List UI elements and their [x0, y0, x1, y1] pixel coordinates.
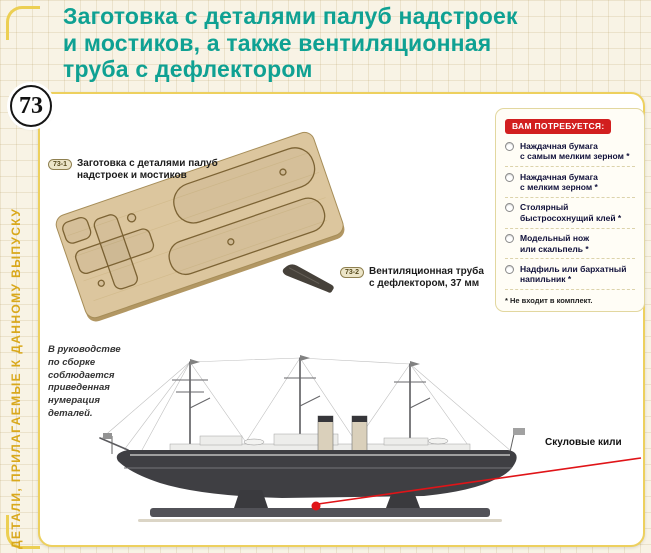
required-item-label: Столярный быстросохнущий клей *: [520, 202, 622, 223]
ship-rigging: [101, 357, 513, 453]
callout-label: Скуловые кили: [545, 437, 622, 448]
frame-corner-top-left: [6, 6, 40, 40]
sidebar-vertical-label: ДЕТАЛИ, ПРИЛАГАЕМЫЕ К ДАННОМУ ВЫПУСКУ: [9, 207, 23, 549]
ship-hull: [116, 450, 517, 498]
ship-masts: [99, 357, 411, 453]
required-item: Наждачная бумага с мелким зерном *: [505, 167, 635, 198]
you-will-need-box: ВАМ ПОТРЕБУЕТСЯ: Наждачная бумага с самы…: [495, 108, 645, 313]
required-item: Наждачная бумага с самым мелким зерном *: [505, 137, 635, 168]
stand-base: [150, 508, 490, 517]
ship-boats: [243, 437, 449, 446]
ship-photo-illustration: [99, 355, 525, 522]
required-item-label: Надфиль или бархатный напильник *: [520, 263, 627, 285]
required-footnote: * Не входит в комплект.: [505, 296, 593, 306]
you-will-need-title: ВАМ ПОТРЕБУЕТСЯ:: [505, 118, 612, 134]
stand-pedestal: [234, 490, 268, 508]
required-item-label: Наждачная бумага с самым мелким зерном *: [520, 141, 630, 162]
ship-funnels: [317, 415, 368, 453]
required-item: Надфиль или бархатный напильник *: [505, 259, 635, 291]
part-label-73-2: 73-2 Вентиляционная труба с дефлектором,…: [340, 266, 540, 290]
part-label-73-1: 73-1 Заготовка с деталями палуб надстрое…: [48, 158, 248, 182]
checkbox-circle-icon: [505, 264, 514, 274]
part-label-text: Заготовка с деталями палуб надстроек и м…: [77, 158, 218, 181]
required-item: Модельный нож или скальпель *: [505, 229, 635, 260]
ship-yards: [172, 377, 431, 409]
required-item: Столярный быстросохнущий клей *: [505, 198, 635, 229]
issue-number-badge: 73: [10, 85, 52, 127]
part-label-text: Вентиляционная труба с дефлектором, 37 м…: [369, 266, 484, 289]
vent-tube-highlight: [288, 267, 320, 285]
required-item-label: Наждачная бумага с мелким зерном *: [520, 171, 598, 193]
part-id-badge: 73-2: [340, 267, 365, 278]
laser-cut-outlines: [62, 147, 326, 290]
content-panel: 73-1 Заготовка с деталями палуб надстрое…: [38, 92, 645, 547]
checkbox-circle-icon: [505, 203, 514, 213]
frame-corner-bottom-left: [6, 515, 40, 549]
bow-flag: [103, 433, 112, 439]
checkbox-circle-icon: [505, 234, 514, 244]
assembly-note: В руководстве по сборке соблюдается прив…: [48, 344, 121, 420]
part-id-badge: 73-1: [48, 159, 73, 170]
wood-grain: [67, 151, 328, 302]
stern-flagpole: [509, 433, 515, 453]
checkbox-circle-icon: [505, 142, 514, 151]
laser-cut-board-illustration: [55, 131, 345, 322]
stand-shadow: [138, 519, 502, 522]
checkbox-circle-icon: [505, 172, 514, 182]
ship-pennants: [190, 355, 420, 367]
stern-flag: [513, 428, 525, 435]
stand-pedestal: [386, 492, 420, 508]
page-title: Заготовка с деталями палуб надстроек и м…: [63, 3, 518, 83]
ventilation-tube-illustration: [282, 264, 334, 293]
wood-plate: [55, 131, 344, 319]
required-item-label: Модельный нож или скальпель *: [520, 233, 590, 254]
